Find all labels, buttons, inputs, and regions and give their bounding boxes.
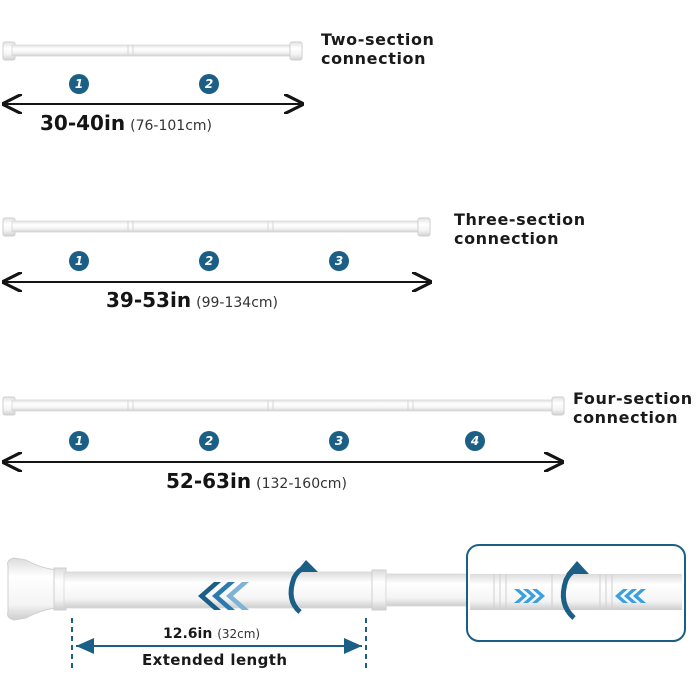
- section-title-four: Four-section connection: [573, 389, 693, 427]
- length-cm: (132-160cm): [256, 476, 347, 492]
- section-title-line2: connection: [573, 408, 679, 427]
- length-cm: (76-101cm): [130, 118, 213, 134]
- twist-arrow-icon: [288, 560, 318, 614]
- extended-length-dimension: [71, 618, 367, 668]
- push-in-chevrons: [514, 589, 545, 603]
- section-number-badge: 3: [329, 431, 349, 451]
- section-title-line2: connection: [454, 229, 560, 248]
- section-title-three: Three-section connection: [454, 210, 586, 248]
- rod-four-section: [2, 396, 565, 416]
- extended-length-label: Extended length: [142, 651, 288, 669]
- section-number-badge: 2: [199, 431, 219, 451]
- length-label-three-section: 39-53in (99-134cm): [106, 288, 278, 312]
- joint-detail-callout: [466, 544, 686, 642]
- twist-arrow-detail-icon: [560, 561, 589, 620]
- section-title-line1: Three-section: [454, 210, 586, 229]
- section-number-badge: 1: [69, 251, 89, 271]
- section-number-badge: 4: [465, 431, 485, 451]
- extended-cm: (32cm): [217, 627, 261, 641]
- section-number-badge: 2: [199, 74, 219, 94]
- rod-two-section: [2, 41, 303, 61]
- section-number-badge: 3: [329, 251, 349, 271]
- length-inches: 39-53in: [106, 288, 192, 312]
- section-number-badge: 2: [199, 251, 219, 271]
- extended-length-value: 12.6in (32cm): [163, 626, 260, 642]
- rod-detail-closeup: [7, 557, 477, 621]
- section-title-line1: Four-section: [573, 389, 693, 408]
- section-title-line1: Two-section: [321, 30, 435, 49]
- section-number-badge: 1: [69, 431, 89, 451]
- rod-three-section: [2, 217, 431, 237]
- length-cm: (99-134cm): [196, 295, 279, 311]
- length-label-two-section: 30-40in (76-101cm): [40, 111, 212, 135]
- length-inches: 30-40in: [40, 111, 126, 135]
- length-label-four-section: 52-63in (132-160cm): [166, 469, 347, 493]
- section-title-two: Two-section connection: [321, 30, 435, 68]
- pull-out-chevrons: [615, 589, 646, 603]
- length-inches: 52-63in: [166, 469, 252, 493]
- section-number-badge: 1: [69, 74, 89, 94]
- extended-inches: 12.6in: [163, 626, 213, 642]
- section-title-line2: connection: [321, 49, 427, 68]
- pull-direction-chevrons: [198, 582, 249, 610]
